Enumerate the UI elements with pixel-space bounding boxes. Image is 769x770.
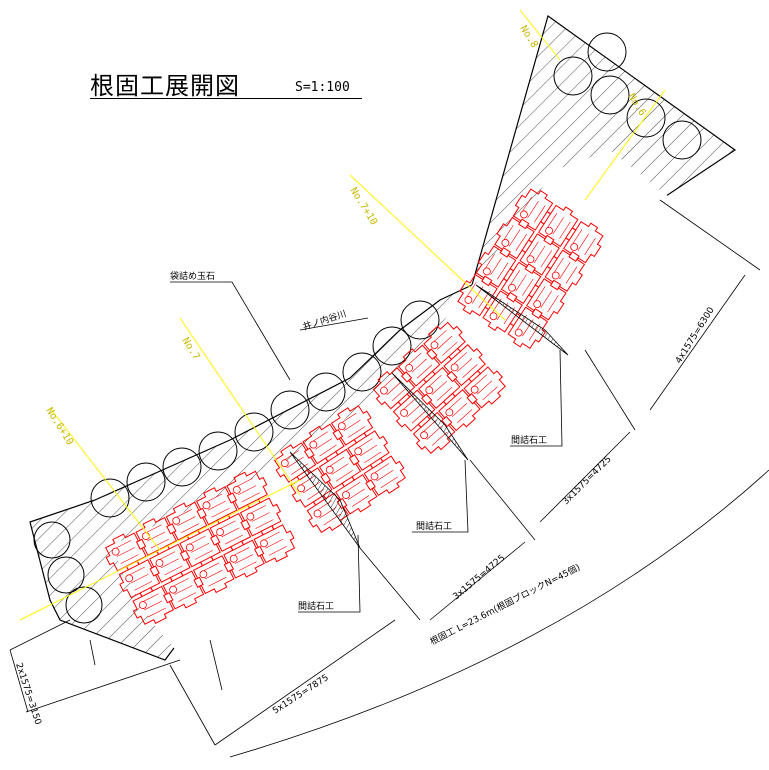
block [475,245,517,288]
label-bagged-stone: 袋詰め玉石 [170,270,215,282]
block [519,233,560,276]
dim-total-arc: 根固工 L=23.6m(根固ブロックN=45個) [428,561,582,648]
block-grid [105,188,604,625]
bagged-stone-circles [33,32,702,624]
block [118,559,161,599]
block [273,442,317,483]
block [105,532,147,572]
block [500,261,542,305]
drawing-title: 根固工展開図 [90,72,240,100]
block [525,278,567,321]
block [423,321,466,364]
label-joint-fill-1: 間詰石工 [298,600,334,612]
dimension-lines [9,199,769,758]
block [302,423,345,465]
block [179,528,221,568]
block [418,366,461,409]
station-label-s1: No.8 [517,24,539,50]
label-river-name: 井ノ内谷川 [301,308,348,333]
block [463,366,506,409]
block [544,249,586,292]
block [195,486,238,526]
block [412,411,456,454]
block [438,389,481,432]
block [392,389,436,432]
block [253,524,296,564]
block [330,405,374,446]
block [165,501,208,541]
station-label-s4: No.6+10 [43,406,75,448]
block [148,543,191,583]
block [318,448,362,490]
block [162,570,205,610]
block [494,216,535,260]
dim-right-mid: 3x1575=4725 [561,455,614,508]
title-underline [90,98,362,99]
block [537,204,579,248]
block [443,344,486,387]
station-lines [19,9,666,621]
block [132,585,175,625]
block [512,188,554,231]
block [562,221,604,264]
block [363,455,406,497]
dim-top-right: 4x1575=6300 [674,305,717,365]
label-joint-fill-3: 間詰石工 [511,434,547,446]
block [192,555,235,595]
block [226,470,268,510]
dim-mid: 3x1575=4725 [452,553,508,602]
station-label-s3: No.7+10 [347,186,379,228]
drawing-scale: S=1:100 [295,80,350,95]
dim-left-bottom: 5x1575=7875 [271,673,330,716]
block [223,539,265,579]
block [372,367,416,410]
station-label-s2: No.7 [179,336,201,362]
block [397,344,441,387]
block [347,430,390,471]
leader-lines [170,281,563,613]
block [457,273,498,317]
joint-fill-wedges [289,284,569,549]
dim-left-short: 2x1575=3150 [13,662,42,727]
label-joint-fill-2: 間詰石工 [416,520,452,532]
